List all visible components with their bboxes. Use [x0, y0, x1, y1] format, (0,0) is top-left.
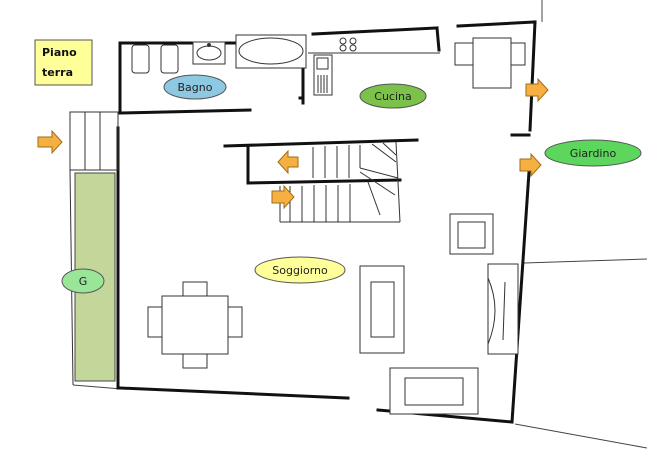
arrow-icon: [271, 184, 295, 210]
label-garden-strip: G: [61, 268, 105, 294]
sofa-vertical: [359, 265, 405, 354]
label-bagno: Bagno: [163, 74, 227, 100]
staircase: [279, 141, 401, 223]
svg-text:Giardino: Giardino: [570, 147, 617, 160]
svg-text:Soggiorno: Soggiorno: [272, 264, 328, 277]
title-line1: Piano: [42, 46, 77, 59]
svg-text:Bagno: Bagno: [178, 81, 213, 94]
arrow-icon: [525, 77, 549, 103]
dining-table: [147, 281, 243, 369]
label-cucina: Cucina: [359, 83, 427, 109]
title-box: Piano terra: [34, 39, 93, 86]
walls: [116, 20, 537, 424]
bathroom-fixtures: [131, 34, 307, 74]
svg-text:Cucina: Cucina: [374, 90, 411, 103]
site-boundary: [72, 0, 647, 449]
arrow-icon: [519, 152, 542, 178]
arrow-icon: [277, 149, 299, 175]
label-soggiorno: Soggiorno: [254, 256, 346, 284]
fireplace: [487, 263, 519, 355]
arrow-icon: [37, 129, 63, 155]
svg-text:G: G: [79, 275, 88, 288]
armchair: [449, 213, 494, 255]
title-line2: terra: [42, 66, 73, 79]
kitchen-fixtures: [308, 37, 526, 96]
sofa-horizontal: [389, 367, 479, 415]
label-giardino: Giardino: [544, 139, 642, 167]
